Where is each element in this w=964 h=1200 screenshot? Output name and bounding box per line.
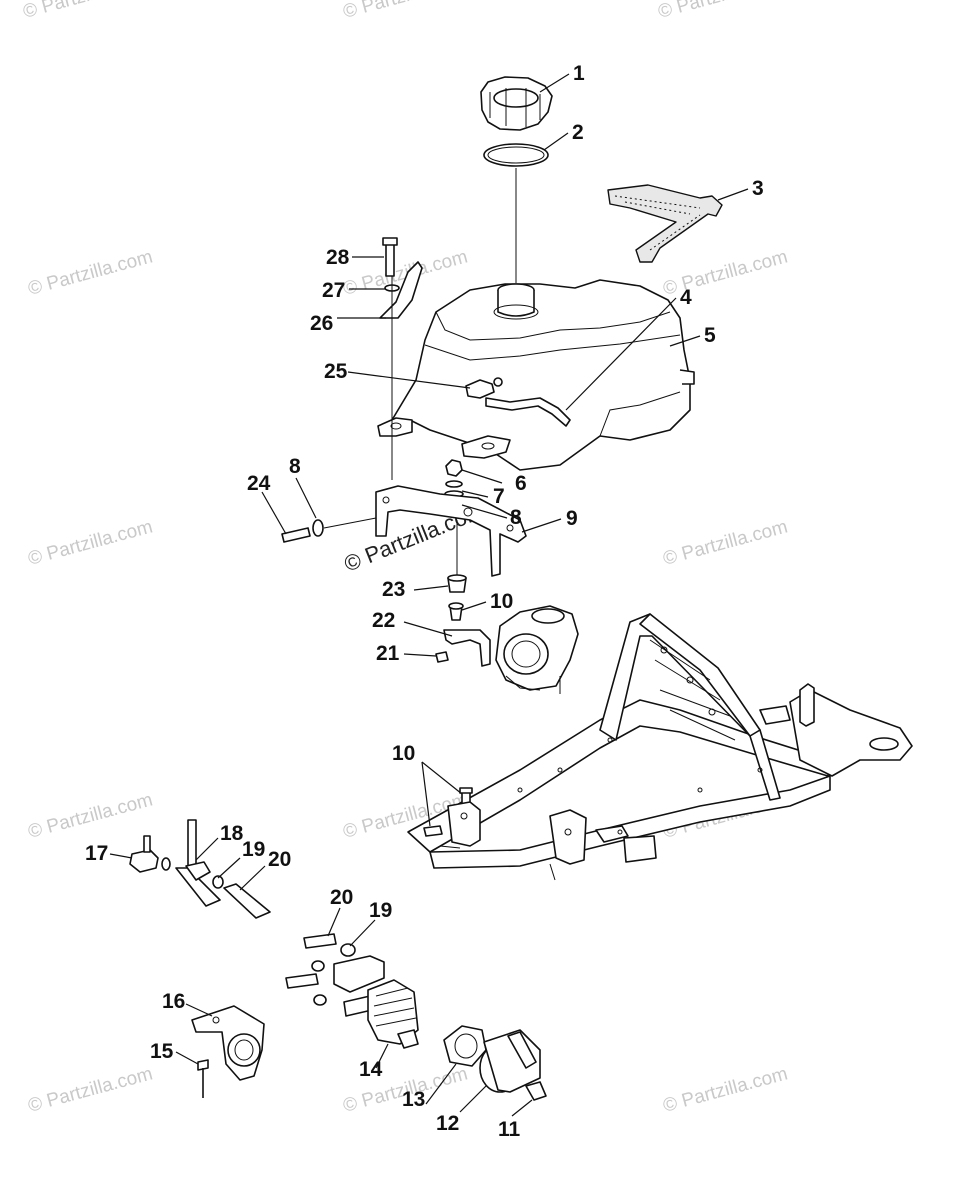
callout-2: 2	[572, 121, 584, 144]
leader-lines	[109, 73, 749, 1117]
callout-6: 6	[515, 472, 527, 495]
callout-27: 27	[322, 279, 345, 302]
fuel-tank	[377, 279, 695, 471]
callout-19-left: 19	[242, 838, 265, 861]
callout-17: 17	[85, 842, 108, 865]
vent-hose	[485, 397, 571, 427]
fuel-fittings-left	[129, 819, 271, 919]
watermark: © Partzilla.com	[661, 516, 790, 569]
callout-7: 7	[493, 485, 505, 508]
callout-11: 11	[498, 1118, 521, 1141]
callout-12: 12	[436, 1112, 459, 1135]
callout-18: 18	[220, 822, 244, 845]
watermark: © Partzilla.com	[26, 789, 155, 842]
watermark: © Partzilla.com	[26, 246, 155, 299]
tank-bracket	[375, 485, 527, 580]
valve-knob	[443, 1025, 547, 1101]
callout-26: 26	[310, 312, 333, 335]
callout-8-bracket: 8	[510, 506, 522, 529]
frame	[407, 613, 913, 881]
watermark: © Partzilla.com	[656, 0, 785, 23]
callout-15: 15	[150, 1040, 174, 1063]
callout-20-right: 20	[330, 886, 353, 909]
o-ring	[483, 143, 549, 283]
callout-16: 16	[162, 990, 185, 1013]
bolt-washer	[281, 517, 377, 543]
callout-10-grommet: 10	[490, 590, 513, 613]
callout-19-right: 19	[369, 899, 392, 922]
callout-3: 3	[752, 177, 764, 200]
callout-10-frame: 10	[392, 742, 415, 765]
carb-bracket	[435, 629, 491, 667]
callout-9: 9	[566, 507, 578, 530]
callout-22: 22	[372, 609, 395, 632]
callout-14: 14	[359, 1058, 383, 1081]
watermark: © Partzilla.com	[661, 1063, 790, 1116]
callouts: 1 2 3 4 5 6 7 8 8 9 10 10 11 12 13 14 15…	[85, 62, 764, 1141]
tank-strap	[379, 237, 423, 480]
callout-5: 5	[704, 324, 716, 347]
callout-24: 24	[247, 472, 271, 495]
vent-fitting	[465, 377, 503, 399]
carburetor	[495, 605, 579, 694]
watermark: © Partzilla.com	[341, 0, 470, 23]
watermark: © Partzilla.com	[26, 1063, 155, 1116]
watermark: © Partzilla.com	[26, 516, 155, 569]
fuel-hoses-right	[285, 933, 356, 1006]
grommets	[447, 574, 467, 621]
callout-28: 28	[326, 246, 350, 269]
callout-1: 1	[573, 62, 585, 85]
callout-25: 25	[324, 360, 348, 383]
callout-13: 13	[402, 1088, 425, 1111]
callout-23: 23	[382, 578, 405, 601]
watermarks: © Partzilla.com © Partzilla.com © Partzi…	[21, 0, 790, 1117]
valve-mount	[191, 1005, 265, 1098]
callout-8-washer: 8	[289, 455, 301, 478]
watermark: © Partzilla.com	[21, 0, 150, 23]
callout-4: 4	[680, 286, 692, 309]
fuel-cap	[480, 76, 553, 131]
callout-20-left: 20	[268, 848, 291, 871]
foam-pad	[607, 184, 723, 263]
frame-mount-bolts	[423, 787, 481, 847]
callout-21: 21	[376, 642, 400, 665]
fuel-valve	[333, 955, 419, 1049]
